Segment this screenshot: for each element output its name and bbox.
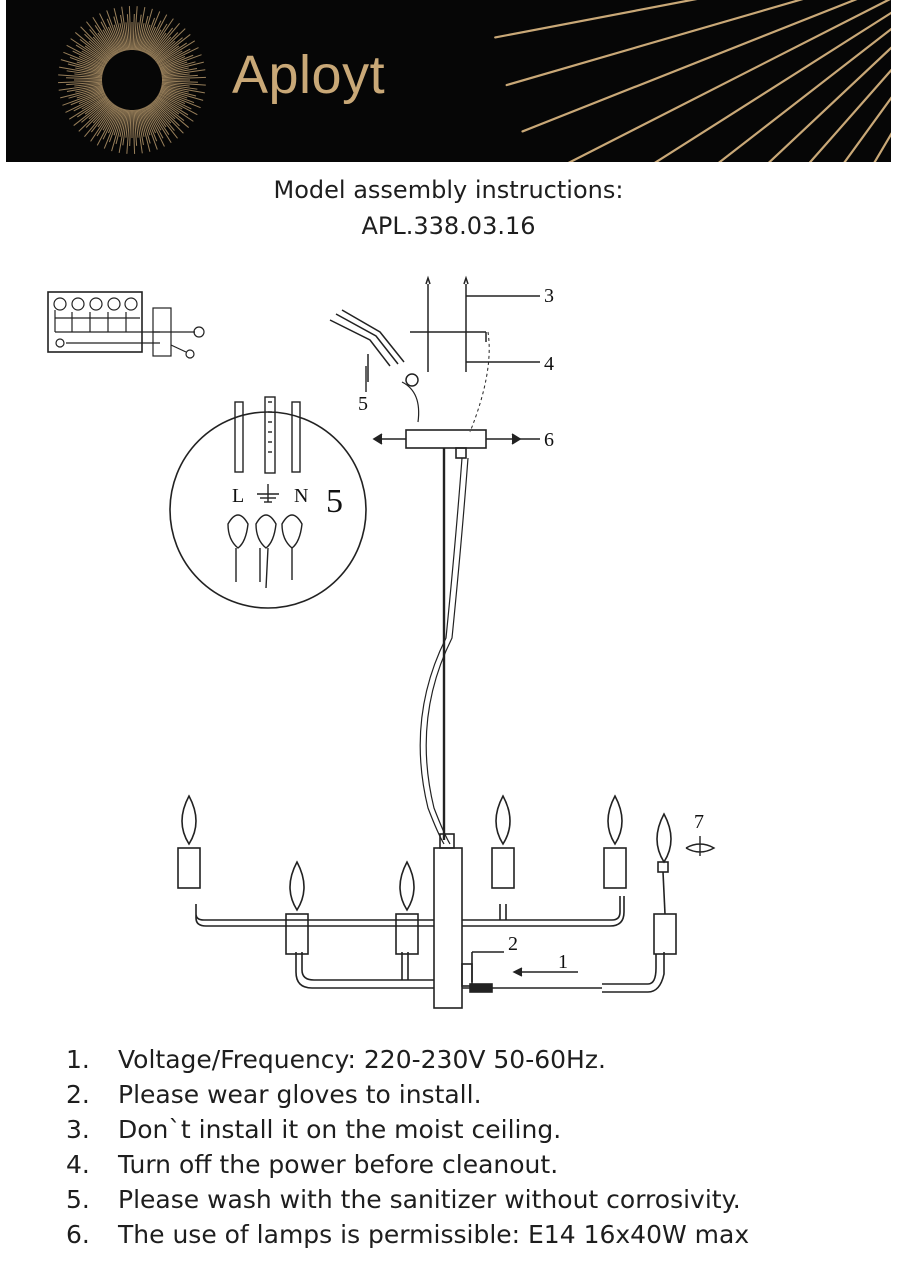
sunburst-decoration — [58, 0, 891, 162]
wiring-detail: L N 5 — [169, 396, 367, 609]
document-title: Model assembly instructions: APL.338.03.… — [0, 172, 897, 244]
title-line: Model assembly instructions: — [273, 176, 624, 204]
callout-1: 1 — [558, 951, 568, 973]
power-cable — [419, 457, 463, 845]
model-number: APL.338.03.16 — [361, 212, 536, 240]
callout-3: 3 — [544, 285, 554, 307]
live-label: L — [232, 485, 244, 507]
list-item: 3.Don`t install it on the moist ceiling. — [66, 1115, 562, 1144]
header-banner: Aployt — [6, 0, 891, 162]
list-item: 4.Turn off the power before cleanout. — [66, 1150, 559, 1179]
callout-5: 5 — [358, 393, 368, 415]
canopy-plate — [372, 429, 540, 459]
chandelier-body — [177, 794, 677, 1009]
callout-6: 6 — [544, 429, 554, 451]
detail-number: 5 — [326, 483, 343, 520]
callout-lines — [365, 366, 716, 977]
list-item: 2.Please wear gloves to install. — [66, 1080, 482, 1109]
assembly-diagram: L N 5 — [47, 275, 716, 1009]
ground-icon — [257, 484, 279, 503]
list-item: 1.Voltage/Frequency: 220-230V 50-60Hz. — [66, 1045, 606, 1074]
ceiling-mount — [329, 275, 540, 433]
list-item: 5.Please wash with the sanitizer without… — [66, 1185, 741, 1214]
instructions-list: 1.Voltage/Frequency: 220-230V 50-60Hz. 2… — [66, 1042, 749, 1252]
neutral-label: N — [294, 485, 308, 507]
terminal-block — [47, 291, 205, 359]
callout-4: 4 — [544, 353, 554, 375]
brand-logo: Aployt — [232, 45, 386, 105]
callout-7: 7 — [694, 811, 704, 833]
callout-2: 2 — [508, 933, 518, 955]
list-item: 6.The use of lamps is permissible: E14 1… — [66, 1220, 750, 1249]
